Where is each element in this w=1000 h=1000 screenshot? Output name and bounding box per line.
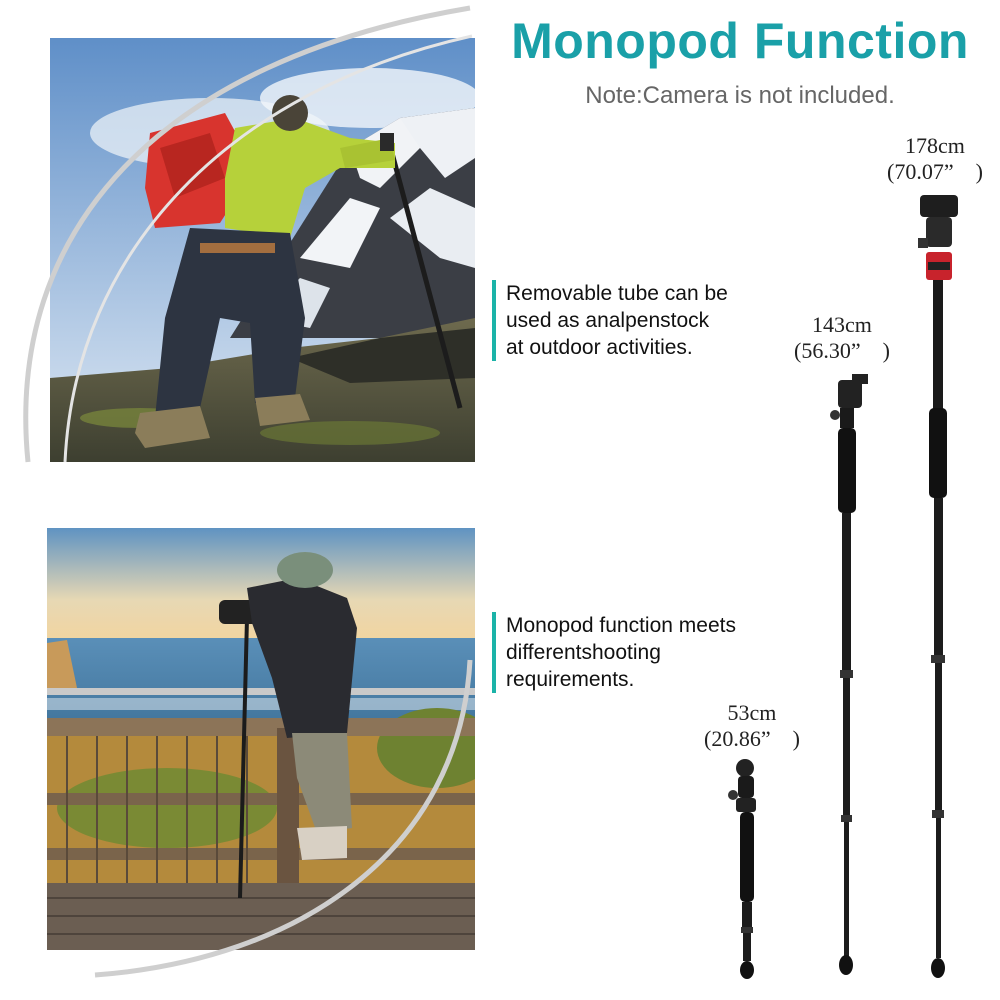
height-inch: (56.30” ) <box>794 338 890 363</box>
monopod-53 <box>728 759 756 979</box>
height-cm: 143cm <box>812 312 872 337</box>
feature-line: Removable tube can be <box>506 282 728 305</box>
feature-alpenstock: Removable tube can be used as analpensto… <box>492 280 806 361</box>
feature-monopod: Monopod function meets differentshooting… <box>492 612 806 693</box>
feature-line: requirements. <box>506 668 635 691</box>
height-cm: 53cm <box>727 700 777 725</box>
page-title: Monopod Function <box>511 13 969 69</box>
feature-line: differentshooting <box>506 641 661 664</box>
camera-note: Note:Camera is not included. <box>585 82 895 109</box>
height-inch: (70.07” ) <box>887 159 983 184</box>
feature-line: used as analpenstock <box>506 309 710 332</box>
height-label-143: 143cm (56.30” ) <box>782 312 902 364</box>
height-cm: 178cm <box>905 133 965 158</box>
monopod-143 <box>830 374 868 975</box>
height-inch: (20.86” ) <box>704 726 800 751</box>
feature-line: at outdoor activities. <box>506 336 693 359</box>
monopod-178 <box>918 195 958 978</box>
height-label-178: 178cm (70.07” ) <box>875 133 995 185</box>
feature-line: Monopod function meets <box>506 614 736 637</box>
height-label-53: 53cm (20.86” ) <box>692 700 812 752</box>
